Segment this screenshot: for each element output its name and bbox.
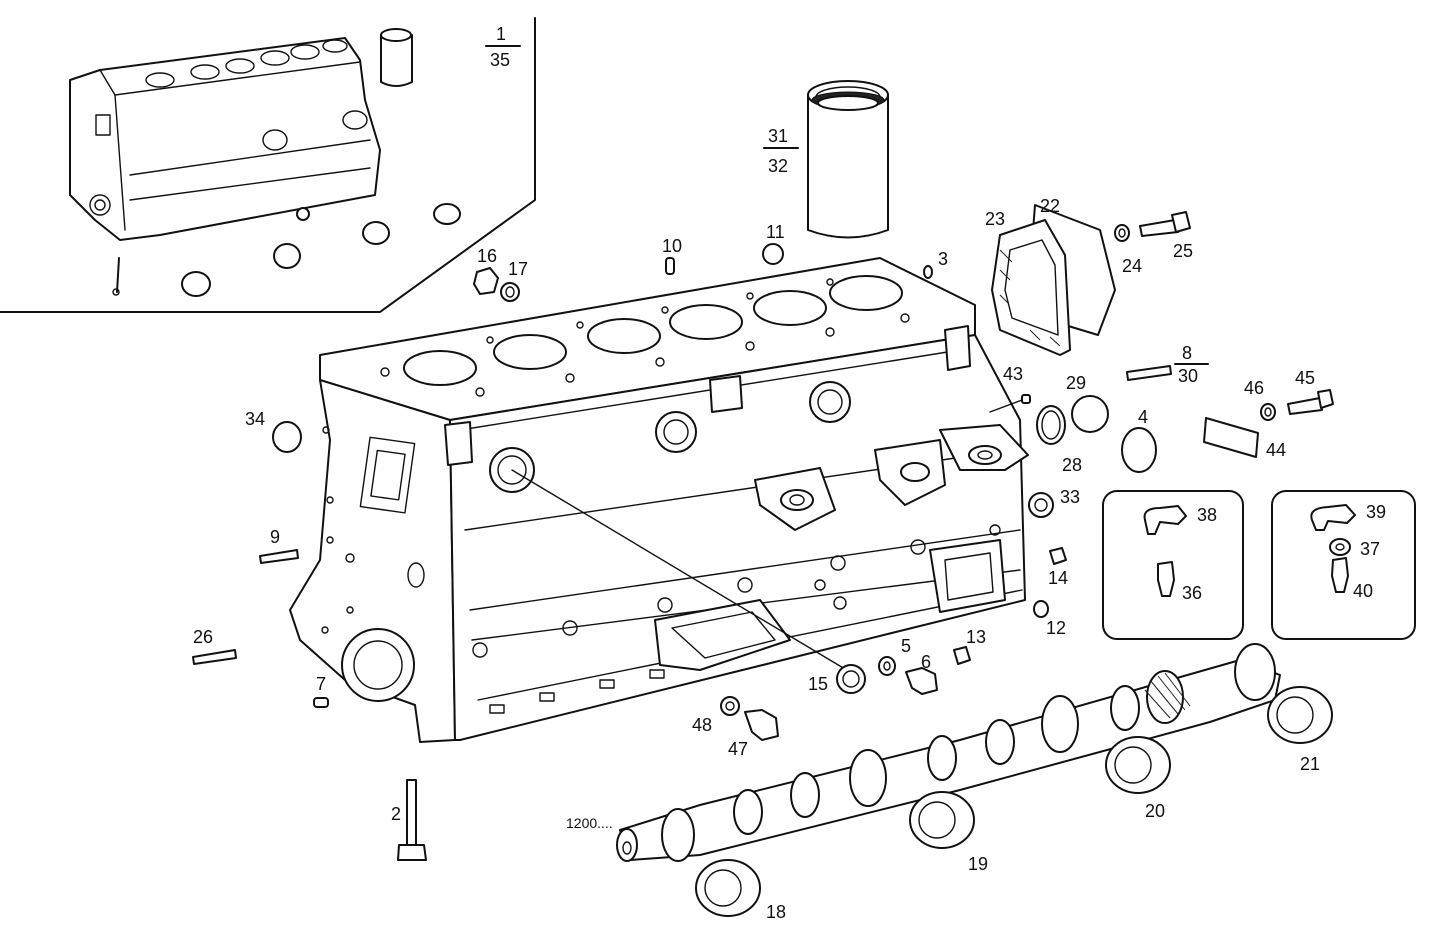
callout-2: 2 [391,804,401,824]
callout-15: 15 [808,674,828,694]
callout-5: 5 [901,636,911,656]
washer-bolt-48-47: 48 47 [692,696,779,759]
callout-35: 35 [490,50,510,70]
callout-16: 16 [477,246,497,266]
callout-10: 10 [662,236,682,256]
callout-12: 12 [1046,618,1066,638]
callout-30: 30 [1178,366,1198,386]
callout-40: 40 [1353,581,1373,601]
cam-bearings: 18 19 20 21 [695,686,1333,922]
washer-plug-bolt-5-13-6: 5 13 6 [878,627,986,695]
stud-26: 26 [192,627,237,665]
cover-plate-and-gasket: 23 22 [985,196,1116,356]
callout-7: 7 [316,674,326,694]
nozzle-box-left: 38 36 [1102,490,1244,640]
callout-23: 23 [985,209,1005,229]
callout-17: 17 [508,259,528,279]
callout-26: 26 [193,627,213,647]
callout-43: 43 [1003,364,1023,384]
cover-disc-4: 4 [1121,407,1157,473]
callout-29: 29 [1066,373,1086,393]
callout-14: 14 [1048,568,1068,588]
callout-24: 24 [1122,256,1142,276]
callout-48: 48 [692,715,712,735]
callout-38: 38 [1197,505,1217,525]
callout-34: 34 [245,409,265,429]
callout-18: 18 [766,902,786,922]
cylinder-liner: 31 32 [763,80,889,239]
callout-37: 37 [1360,539,1380,559]
callout-3: 3 [938,249,948,269]
callout-36: 36 [1182,583,1202,603]
callout-8: 8 [1182,343,1192,363]
callout-44: 44 [1266,440,1286,460]
callout-45: 45 [1295,368,1315,388]
callout-28: 28 [1062,455,1082,475]
pin-7: 7 [313,674,329,708]
callout-6: 6 [921,652,931,672]
callout-9: 9 [270,527,280,547]
callout-32: 32 [768,156,788,176]
bolt-2: 2 [391,779,427,861]
plug-and-seal-16-17: 16 17 [473,246,528,302]
plug-34: 34 [245,409,302,453]
callout-22: 22 [1040,196,1060,216]
seal-15: 15 [808,664,866,694]
callout-25: 25 [1173,241,1193,261]
plugs-14-12: 14 12 [1033,547,1068,638]
callout-19: 19 [968,854,988,874]
callout-21: 21 [1300,754,1320,774]
nozzle-box-right: 39 37 40 [1271,490,1416,640]
washer-and-bolt-24-25: 24 25 [1114,211,1193,276]
crankcase-block [289,257,1029,743]
callout-1: 1 [496,24,506,44]
camshaft: 1200.... [566,643,1281,862]
callout-46: 46 [1244,378,1264,398]
callout-1200: 1200.... [566,815,613,831]
stud-9: 9 [259,527,299,564]
plate-washer-bolt-44-46-45: 46 45 44 [1203,368,1334,460]
callout-39: 39 [1366,502,1386,522]
callout-47: 47 [728,739,748,759]
callout-33: 33 [1060,487,1080,507]
assembled-block-inset: 1 35 [0,17,536,313]
stud-8-30: 8 30 [1126,343,1209,386]
callout-31: 31 [768,126,788,146]
callout-13: 13 [966,627,986,647]
callout-20: 20 [1145,801,1165,821]
callout-11: 11 [766,222,785,242]
callout-4: 4 [1138,407,1148,427]
small-parts-10-11-3: 10 11 3 [662,222,948,279]
seal-33: 33 [1028,487,1080,518]
pin-43: 43 [989,364,1031,413]
seals-28-29: 29 28 [1036,373,1109,475]
